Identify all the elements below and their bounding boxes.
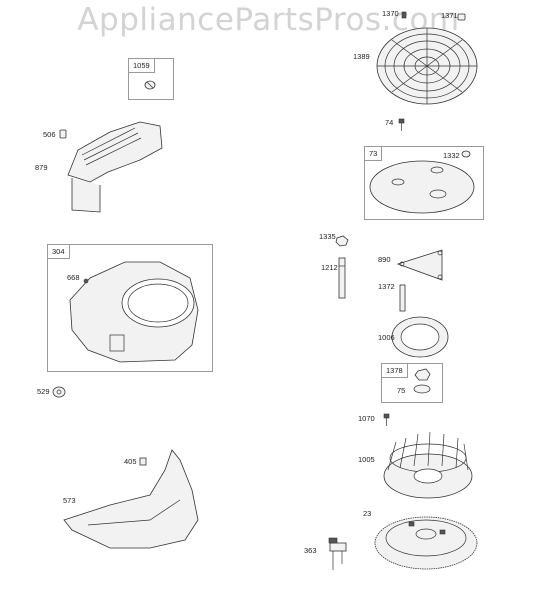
callout-573[interactable]: 573 <box>63 496 76 505</box>
callout-506[interactable]: 506 <box>43 130 56 139</box>
part-74-drawing[interactable] <box>398 118 405 131</box>
callout-668[interactable]: 668 <box>67 273 80 282</box>
callout-75[interactable]: 75 <box>397 386 406 395</box>
part-529-drawing[interactable] <box>52 386 66 398</box>
part-1335-drawing[interactable] <box>335 235 349 247</box>
part-label-1378[interactable]: 1378 <box>382 364 408 378</box>
callout-529[interactable]: 529 <box>37 387 50 396</box>
part-box-73: 73 <box>364 146 484 220</box>
stud-drawing[interactable] <box>338 257 346 299</box>
fan-grille-drawing[interactable] <box>376 27 478 105</box>
blower-housing-cover-drawing[interactable] <box>67 121 163 213</box>
part-box-304: 304 <box>47 244 213 372</box>
part-506-drawing[interactable] <box>59 129 67 139</box>
callout-1370[interactable]: 1370 <box>382 9 399 18</box>
part-box-1059: 1059 <box>128 58 174 100</box>
callout-1005[interactable]: 1005 <box>358 455 375 464</box>
callout-1372[interactable]: 1372 <box>378 282 395 291</box>
gasket-drawing[interactable] <box>391 316 449 358</box>
part-label-73[interactable]: 73 <box>365 147 383 161</box>
blower-housing-drawing[interactable] <box>69 261 199 363</box>
callout-879[interactable]: 879 <box>35 163 48 172</box>
part-label-304[interactable]: 304 <box>48 245 70 259</box>
part-1378-drawing[interactable] <box>413 368 431 394</box>
part-1070-drawing[interactable] <box>383 413 390 426</box>
callout-890[interactable]: 890 <box>378 255 391 264</box>
callout-1212[interactable]: 1212 <box>321 263 338 272</box>
callout-1070[interactable]: 1070 <box>358 414 375 423</box>
part-363-drawing[interactable] <box>328 537 347 570</box>
callout-1335[interactable]: 1335 <box>319 232 336 241</box>
callout-1006[interactable]: 1006 <box>378 333 395 342</box>
flywheel-drawing[interactable] <box>374 516 478 570</box>
cover-plate-drawing[interactable] <box>369 150 475 214</box>
callout-23[interactable]: 23 <box>363 509 372 518</box>
callout-1371[interactable]: 1371 <box>441 11 458 20</box>
watermark: AppliancePartsPros.com <box>77 2 460 38</box>
callout-405[interactable]: 405 <box>124 457 137 466</box>
part-1370-drawing[interactable] <box>401 11 407 19</box>
flywheel-fan-drawing[interactable] <box>383 431 473 499</box>
part-1371-drawing[interactable] <box>457 13 466 21</box>
air-baffle-drawing[interactable] <box>63 449 199 549</box>
bracket-drawing[interactable] <box>396 249 443 281</box>
callout-363[interactable]: 363 <box>304 546 317 555</box>
part-1059-drawing[interactable] <box>144 80 156 90</box>
part-box-1378: 1378 <box>381 363 443 403</box>
part-405-drawing[interactable] <box>139 457 147 466</box>
part-label-1059[interactable]: 1059 <box>129 59 155 73</box>
callout-1332[interactable]: 1332 <box>443 151 460 160</box>
callout-1389[interactable]: 1389 <box>353 52 370 61</box>
part-1372-drawing[interactable] <box>399 284 406 312</box>
callout-74[interactable]: 74 <box>385 118 394 127</box>
